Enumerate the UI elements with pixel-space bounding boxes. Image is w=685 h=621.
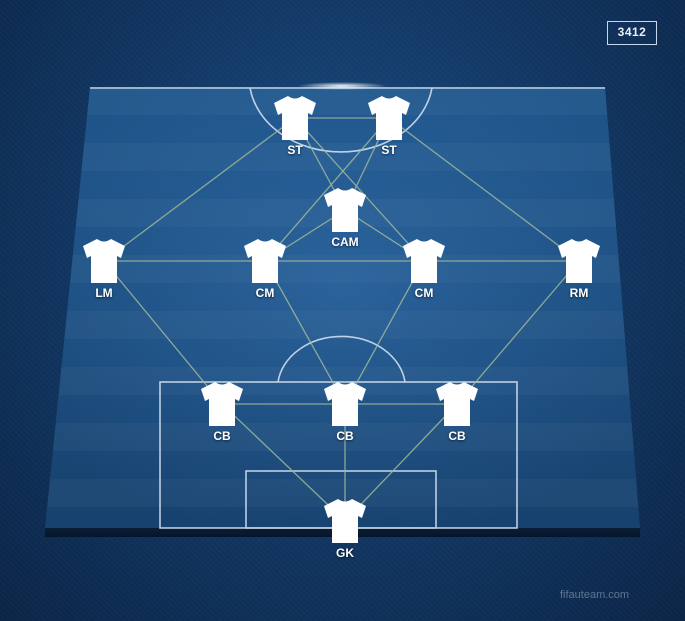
chemistry-link-st-left-lm bbox=[103, 117, 296, 262]
position-label: RM bbox=[569, 286, 589, 300]
formation-badge[interactable]: 3412 bbox=[607, 21, 657, 45]
player-lm[interactable]: LM bbox=[77, 238, 131, 300]
shirt-icon bbox=[324, 188, 366, 232]
shirt-icon bbox=[436, 382, 478, 426]
position-label: CM bbox=[414, 286, 434, 300]
player-cb-center[interactable]: CB bbox=[318, 381, 372, 443]
shirt-icon bbox=[201, 382, 243, 426]
position-label: CB bbox=[448, 429, 466, 443]
position-label: ST bbox=[381, 143, 397, 157]
shirt-icon bbox=[244, 239, 286, 283]
player-cam[interactable]: CAM bbox=[318, 187, 372, 249]
shirt-icon bbox=[324, 382, 366, 426]
player-cb-right[interactable]: CB bbox=[430, 381, 484, 443]
chemistry-link-cm-left-cb-center bbox=[264, 260, 346, 405]
shirt-icon bbox=[274, 96, 316, 140]
player-rm[interactable]: RM bbox=[552, 238, 606, 300]
player-st-right[interactable]: ST bbox=[362, 95, 416, 157]
light-glare bbox=[297, 82, 387, 90]
shirt-icon bbox=[403, 239, 445, 283]
chemistry-link-lm-cb-left bbox=[103, 260, 223, 405]
shirt-icon bbox=[368, 96, 410, 140]
chemistry-link-rm-cb-right bbox=[456, 260, 580, 405]
chemistry-link-st-right-rm bbox=[388, 117, 580, 262]
shirt-icon bbox=[324, 499, 366, 543]
pitch-stripes bbox=[45, 87, 640, 528]
shirt-icon bbox=[558, 239, 600, 283]
chemistry-link-cb-left-gk bbox=[221, 403, 346, 522]
player-cm-right[interactable]: CM bbox=[397, 238, 451, 300]
player-st-left[interactable]: ST bbox=[268, 95, 322, 157]
chemistry-link-st-left-cm-right bbox=[294, 117, 425, 262]
chemistry-link-cb-right-gk bbox=[344, 403, 458, 522]
position-label: CB bbox=[336, 429, 354, 443]
position-label: CM bbox=[255, 286, 275, 300]
player-cb-left[interactable]: CB bbox=[195, 381, 249, 443]
player-cm-left[interactable]: CM bbox=[238, 238, 292, 300]
position-label: CAM bbox=[331, 235, 359, 249]
watermark: fifauteam.com bbox=[560, 589, 630, 601]
player-gk[interactable]: GK bbox=[318, 498, 372, 560]
position-label: ST bbox=[287, 143, 303, 157]
chemistry-link-cm-right-cb-center bbox=[344, 260, 425, 405]
shirt-icon bbox=[83, 239, 125, 283]
position-label: CB bbox=[213, 429, 231, 443]
position-label: GK bbox=[336, 546, 354, 560]
position-label: LM bbox=[95, 286, 113, 300]
chemistry-link-st-right-cm-left bbox=[264, 117, 390, 262]
